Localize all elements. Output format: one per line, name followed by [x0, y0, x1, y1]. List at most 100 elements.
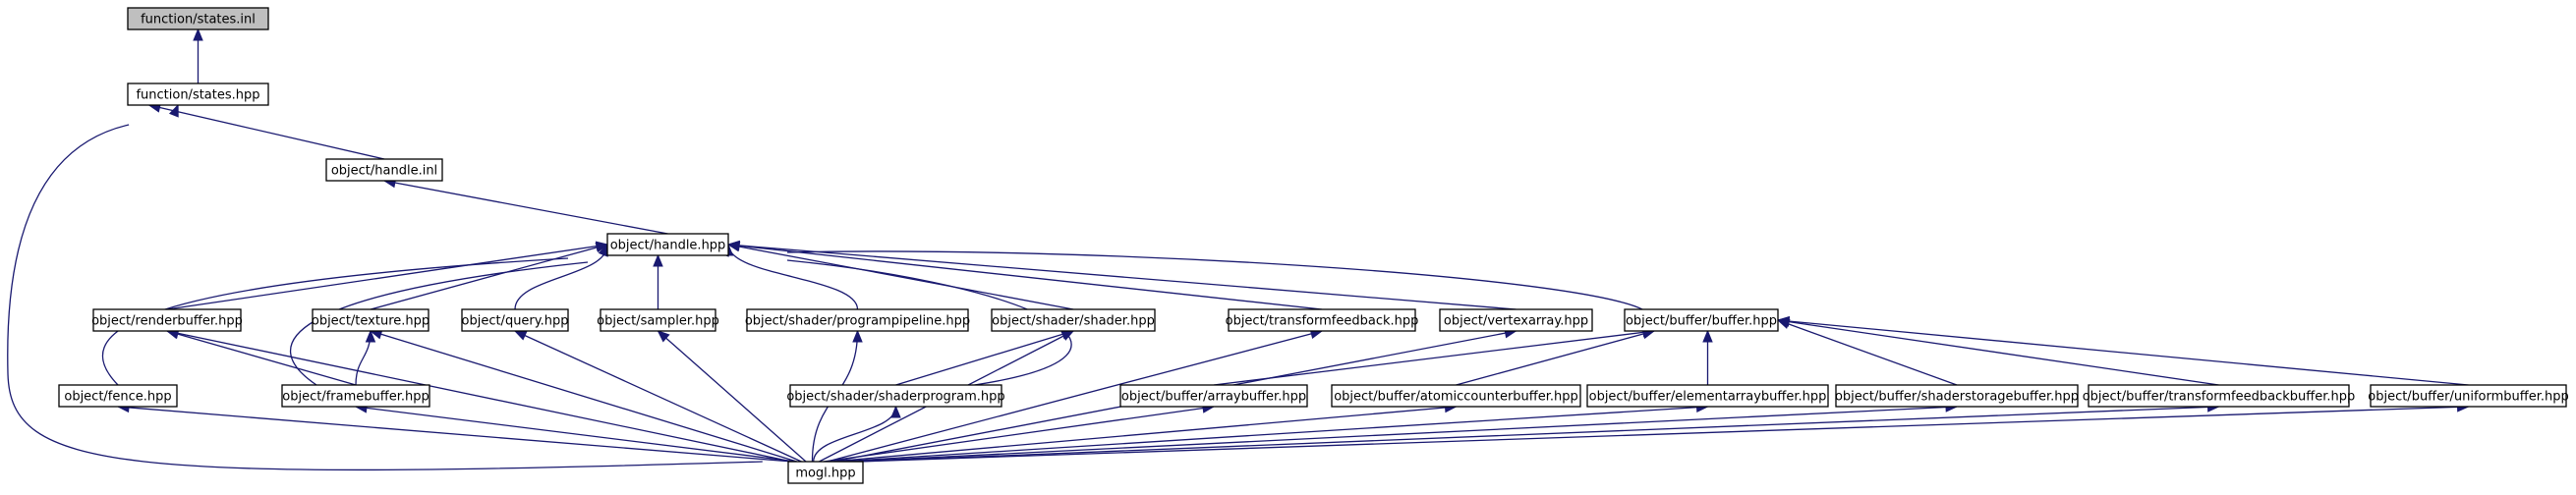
edge-object-shader-shader-hpp-to-object-handle-hpp — [727, 244, 1074, 310]
node-box — [2370, 384, 2567, 408]
node-object-buffer-buffer-hpp[interactable]: object/buffer/buffer.hpp — [1624, 308, 1779, 332]
node-box — [1835, 384, 2079, 408]
edge-object-buffer-buffer-hpp-to-object-handle-hpp — [786, 250, 1643, 310]
edge-object-buffer-shaderstoragebuffer-hpp-to-object-buffer-buffer-hpp — [1777, 319, 1958, 386]
node-object-handle-inl[interactable]: object/handle.inl — [325, 158, 443, 182]
arrowhead-object-buffer-buffer-hpp — [1702, 329, 1713, 343]
node-function-states-hpp[interactable]: function/states.hpp — [127, 82, 269, 106]
node-object-buffer-elementarraybuffer-hpp[interactable]: object/buffer/elementarraybuffer.hpp — [1586, 384, 1829, 408]
edge-object-buffer-transformfeedbackbuffer-hpp-to-object-buffer-buffer-hpp — [1777, 319, 2219, 386]
arrowhead-object-shader-shader-hpp — [1060, 330, 1075, 341]
node-object-shader-shaderprogram-hpp[interactable]: object/shader/shaderprogram.hpp — [786, 384, 1005, 408]
edge-mogl-hpp-to-function-states-hpp — [7, 124, 763, 471]
edge-mogl-hpp-to-object-buffer-shaderstoragebuffer-hpp — [846, 406, 1958, 463]
edge-object-query-hpp-to-object-handle-hpp — [514, 244, 608, 310]
node-object-vertexarray-hpp[interactable]: object/vertexarray.hpp — [1439, 308, 1593, 332]
node-label: object/framebuffer.hpp — [282, 390, 429, 405]
node-box — [461, 308, 569, 332]
arrowhead-object-shader-programpipeline-hpp — [852, 329, 863, 343]
node-box — [1624, 308, 1779, 332]
node-label: object/buffer/shaderstoragebuffer.hpp — [1835, 390, 2079, 405]
node-box — [2088, 384, 2350, 408]
node-object-buffer-shaderstoragebuffer-hpp[interactable]: object/buffer/shaderstoragebuffer.hpp — [1835, 384, 2079, 408]
node-box — [1331, 384, 1581, 408]
node-label: function/states.inl — [141, 13, 256, 28]
node-object-sampler-hpp[interactable]: object/sampler.hpp — [597, 308, 719, 332]
node-box — [600, 308, 716, 332]
arrowhead-object-texture-hpp — [365, 329, 376, 343]
edge-object-transformfeedback-hpp-to-object-handle-hpp — [727, 244, 1323, 310]
edge-mogl-hpp-to-object-renderbuffer-hpp — [166, 330, 792, 463]
edge-mogl-hpp-to-object-buffer-arraybuffer-hpp — [823, 406, 1215, 463]
node-object-texture-hpp[interactable]: object/texture.hpp — [312, 308, 429, 332]
node-box — [58, 384, 178, 408]
node-layer: function/states.inl function/states.hpp ob… — [58, 7, 2569, 484]
node-object-buffer-transformfeedbackbuffer-hpp[interactable]: object/buffer/transformfeedbackbuffer.hp… — [2083, 384, 2356, 408]
node-label: object/renderbuffer.hpp — [91, 314, 243, 329]
node-object-buffer-atomiccounterbuffer-hpp[interactable]: object/buffer/atomiccounterbuffer.hpp — [1331, 384, 1581, 408]
edge-object-shader-shaderprogram-hpp-to-object-shader-shader-hpp — [895, 330, 1074, 386]
edge-object-handle-inl-to-function-states-hpp — [148, 104, 385, 160]
edge-mogl-hpp-to-object-buffer-elementarraybuffer-hpp — [838, 406, 1708, 463]
edge-mogl-hpp-to-object-sampler-hpp — [658, 330, 807, 463]
node-object-fence-hpp[interactable]: object/fence.hpp — [58, 384, 178, 408]
edge-mogl-hpp-to-object-buffer-uniformbuffer-hpp — [859, 406, 2469, 463]
edge-mogl-hpp-to-object-transformfeedback-hpp — [827, 330, 1323, 463]
node-label: object/query.hpp — [462, 314, 569, 329]
node-label: object/handle.hpp — [610, 239, 726, 253]
node-mogl-hpp[interactable]: mogl.hpp — [787, 461, 864, 484]
node-object-renderbuffer-hpp[interactable]: object/renderbuffer.hpp — [91, 308, 243, 332]
arrowhead-object-buffer-buffer-hpp — [1776, 315, 1790, 327]
node-label: object/buffer/transformfeedbackbuffer.hp… — [2083, 390, 2356, 405]
arrowhead-object-handle-hpp — [595, 242, 609, 253]
arrowhead-object-shader-shaderprogram-hpp — [890, 405, 901, 418]
node-box — [325, 158, 443, 182]
node-label: object/vertexarray.hpp — [1444, 314, 1588, 329]
arrowhead-function-states-hpp — [168, 103, 179, 118]
node-label: object/shader/shaderprogram.hpp — [786, 390, 1004, 405]
edge-mogl-hpp-to-object-fence-hpp — [117, 406, 792, 463]
node-object-buffer-arraybuffer-hpp[interactable]: object/buffer/arraybuffer.hpp — [1119, 384, 1308, 408]
edge-object-texture-hpp-to-object-handle-hpp — [370, 244, 608, 310]
edge-mogl-hpp-to-object-buffer-transformfeedbackbuffer-hpp — [855, 406, 2219, 463]
node-label: object/handle.inl — [331, 164, 437, 179]
node-label: object/buffer/atomiccounterbuffer.hpp — [1334, 390, 1578, 405]
node-label: mogl.hpp — [795, 467, 855, 481]
node-box — [127, 7, 269, 30]
node-object-shader-programpipeline-hpp[interactable]: object/shader/programpipeline.hpp — [745, 308, 970, 332]
node-box — [312, 308, 429, 332]
edge-object-vertexarray-hpp-to-object-handle-hpp — [727, 244, 1517, 310]
edge-mogl-hpp-to-object-query-hpp — [514, 330, 802, 463]
edge-object-buffer-atomiccounterbuffer-hpp-to-object-buffer-buffer-hpp — [1456, 330, 1655, 386]
edge-object-handle-hpp-to-object-handle-inl — [383, 180, 668, 235]
node-function-states-inl[interactable]: function/states.inl — [127, 7, 269, 30]
node-box — [92, 308, 242, 332]
arrowhead-object-handle-hpp — [653, 253, 663, 267]
node-label: object/transformfeedback.hpp — [1226, 314, 1419, 329]
node-object-handle-hpp[interactable]: object/handle.hpp — [606, 233, 729, 256]
node-box — [1119, 384, 1308, 408]
node-box — [606, 233, 729, 256]
node-label: object/texture.hpp — [312, 314, 429, 329]
node-object-framebuffer-hpp[interactable]: object/framebuffer.hpp — [281, 384, 430, 408]
node-object-transformfeedback-hpp[interactable]: object/transformfeedback.hpp — [1226, 308, 1419, 332]
edge-object-framebuffer-hpp-to-object-renderbuffer-hpp — [166, 330, 357, 386]
node-object-query-hpp[interactable]: object/query.hpp — [461, 308, 569, 332]
node-box — [1439, 308, 1593, 332]
node-label: function/states.hpp — [136, 88, 259, 103]
node-label: object/shader/shader.hpp — [992, 314, 1155, 329]
node-object-buffer-uniformbuffer-hpp[interactable]: object/buffer/uniformbuffer.hpp — [2368, 384, 2569, 408]
node-box — [991, 308, 1156, 332]
arrowhead-object-handle-hpp — [726, 240, 740, 251]
node-label: object/sampler.hpp — [597, 314, 719, 329]
edge-mogl-hpp-to-object-texture-hpp — [370, 330, 797, 463]
arrowhead-function-states-inl — [193, 28, 203, 41]
arrowhead-object-sampler-hpp — [657, 330, 670, 343]
edge-object-buffer-uniformbuffer-hpp-to-object-buffer-buffer-hpp — [1777, 319, 2469, 386]
node-object-shader-shader-hpp[interactable]: object/shader/shader.hpp — [991, 308, 1156, 332]
node-label: object/buffer/uniformbuffer.hpp — [2368, 390, 2568, 405]
edge-mogl-hpp-to-object-buffer-atomiccounterbuffer-hpp — [830, 406, 1457, 463]
node-label: object/shader/programpipeline.hpp — [745, 314, 970, 329]
node-box — [789, 384, 1002, 408]
